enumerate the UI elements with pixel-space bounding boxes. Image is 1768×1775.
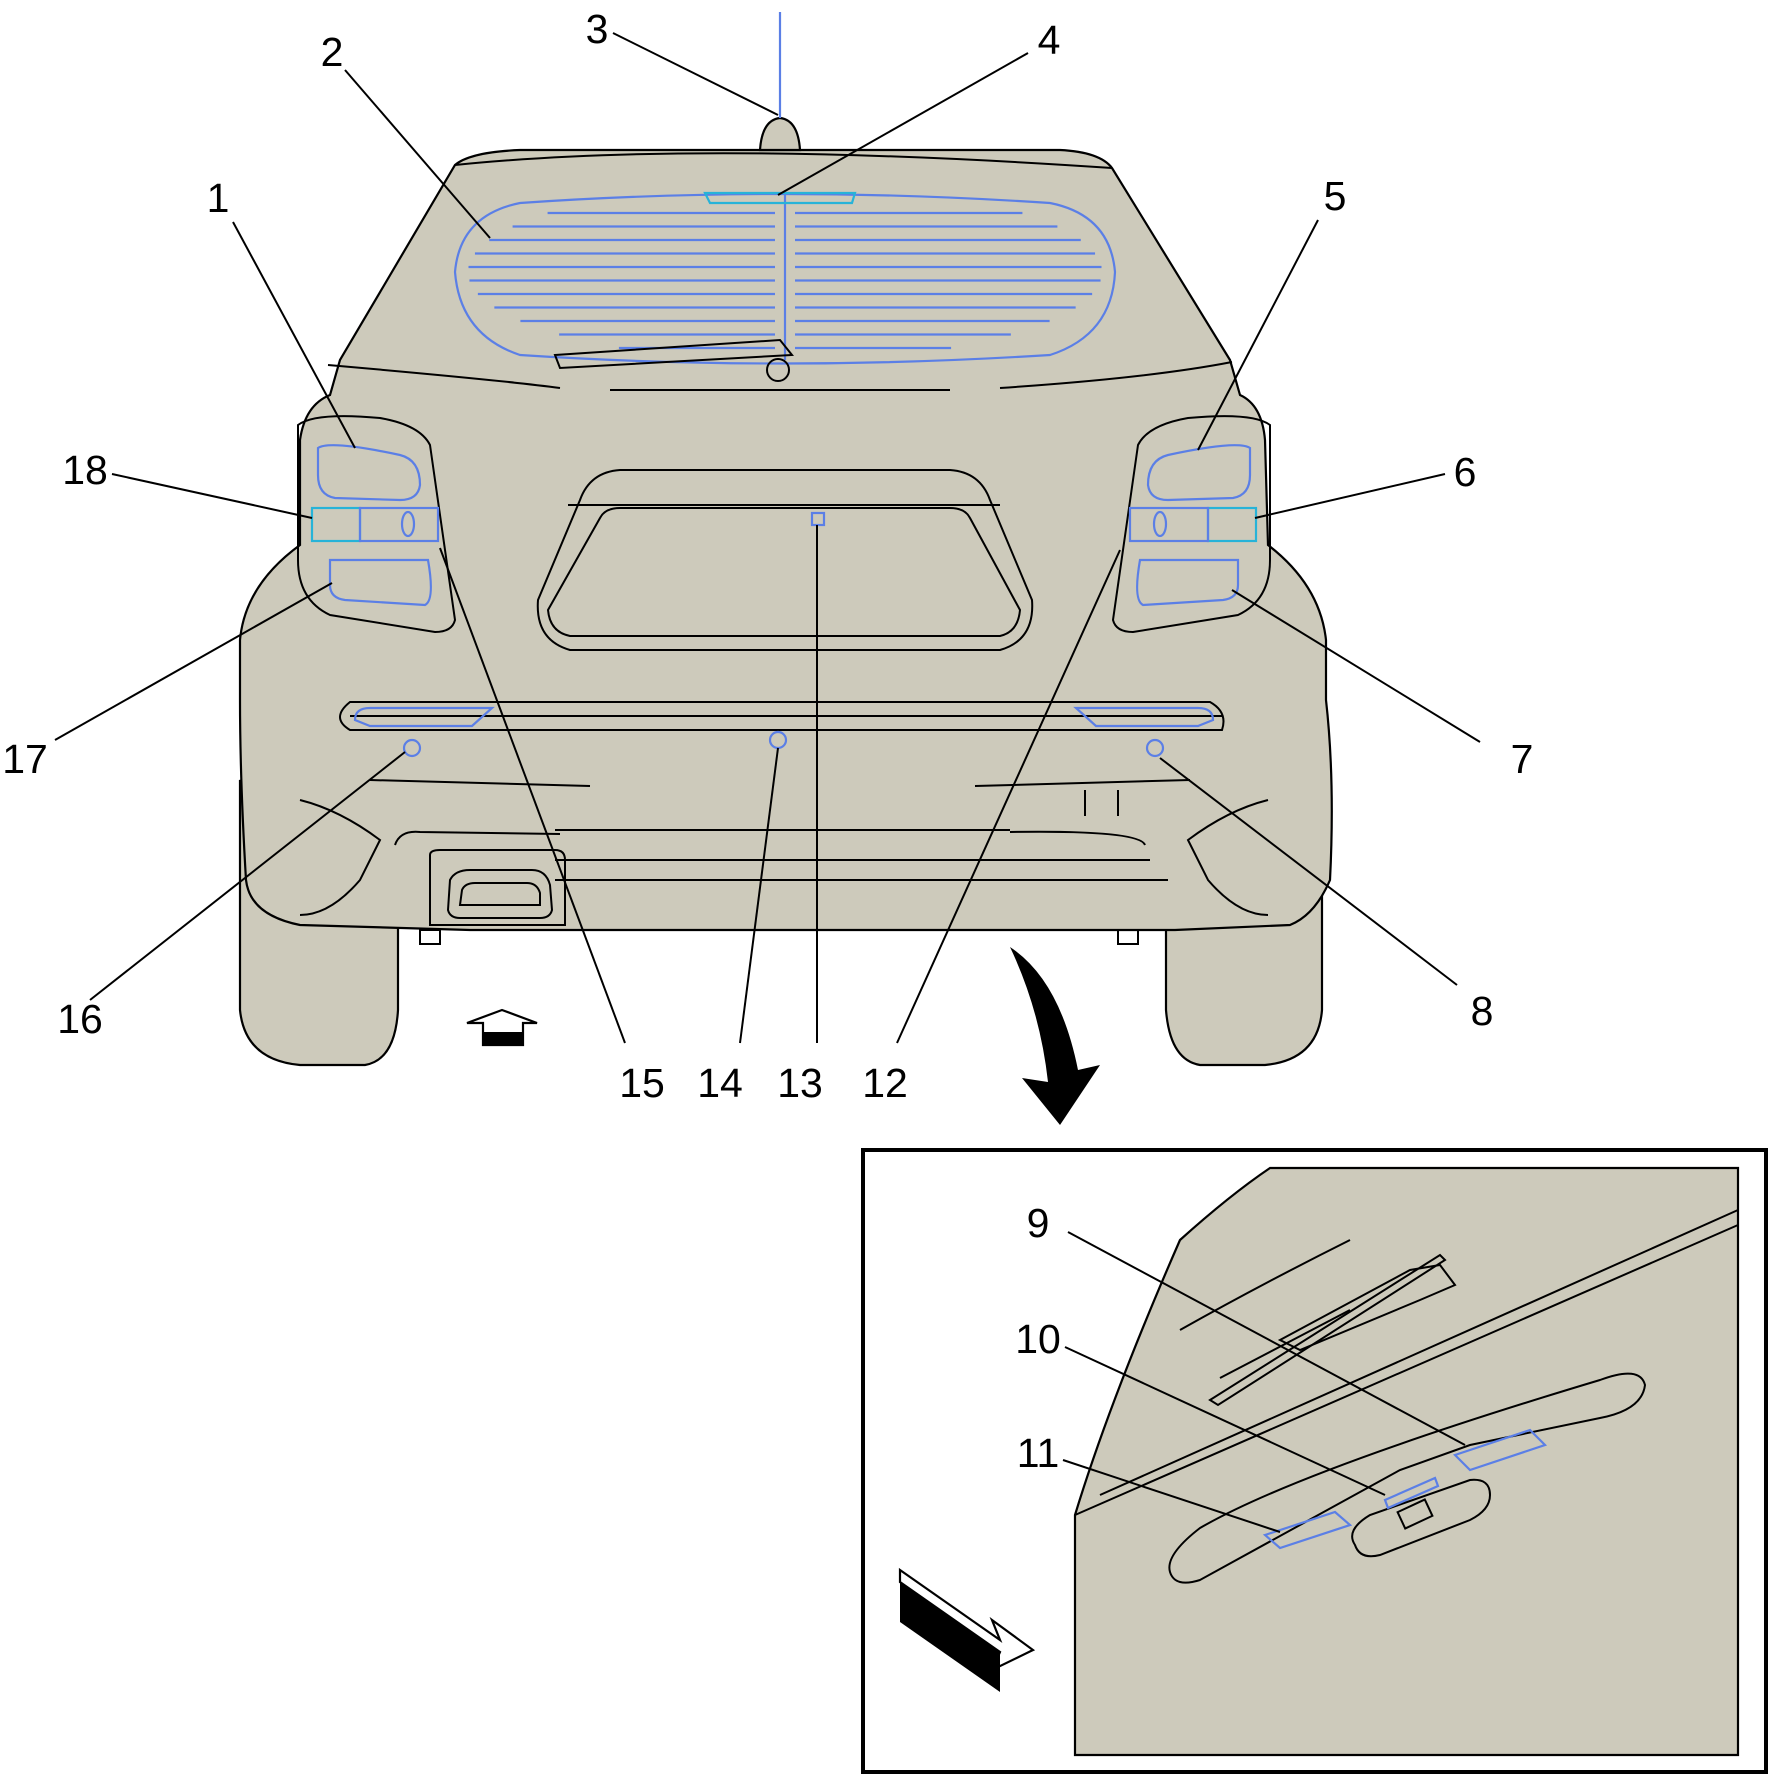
up-arrow-icon [466,1008,538,1047]
callout-17: 17 [2,736,48,782]
rear-wiper-detail [1208,1253,1457,1407]
left-tail-lamp [297,415,457,634]
license-lamp-detail [1262,1510,1353,1550]
liftgate-belt-line [327,361,1233,391]
callout-9: 9 [1027,1200,1050,1246]
callout-12: 12 [862,1060,908,1106]
callout-8: 8 [1471,988,1494,1034]
right-arrow-icon [898,1567,1036,1692]
callout-7: 7 [1511,736,1534,782]
vehicle-rear-view [238,12,1333,1067]
high-mount-stop-lamp [703,191,857,205]
parking-sensor-left [402,738,422,758]
liftgate-release-switch [1452,1428,1548,1472]
callout-13: 13 [777,1060,823,1106]
rear-bumper [299,701,1269,916]
callout-labels: 1 2 3 4 5 6 7 8 9 10 11 12 13 14 15 16 1… [2,6,1533,1476]
callout-18: 18 [62,447,108,493]
callout-15: 15 [619,1060,665,1106]
rear-window-defogger [453,192,1117,365]
callout-11: 11 [1017,1430,1060,1476]
callout-6: 6 [1454,449,1477,495]
roof-spoiler-edge [454,152,1113,169]
callout-10: 10 [1015,1316,1061,1362]
callout-1: 1 [207,175,230,221]
callout-2: 2 [321,29,344,75]
leader-lines [54,32,1481,1533]
callout-4: 4 [1038,17,1061,63]
callout-3: 3 [586,6,609,52]
liftgate-detail-inset [861,1148,1768,1774]
left-rear-reflector [353,706,495,728]
antenna [758,12,802,152]
callout-5: 5 [1324,173,1347,219]
right-rear-reflector [1073,706,1215,728]
curved-down-arrow-icon [1010,947,1100,1125]
exhaust-tip [429,849,566,926]
rear-wiper [553,338,794,382]
liftgate-detail-body [1073,1166,1740,1757]
liftgate-handle-trim [1168,1372,1647,1584]
right-tail-lamp [1111,415,1271,634]
parking-sensor-right [1145,738,1165,758]
callout-14: 14 [697,1060,743,1106]
rear-view-camera [1383,1476,1440,1510]
license-plate-pocket [536,469,1034,651]
callout-16: 16 [57,996,103,1042]
